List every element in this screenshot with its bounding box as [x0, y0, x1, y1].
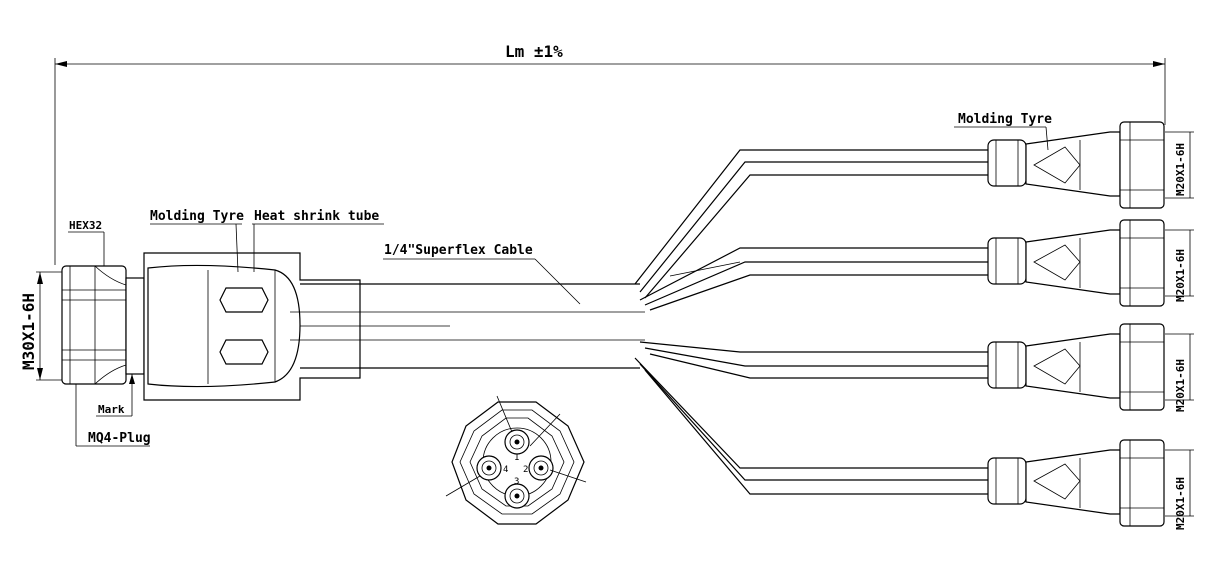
- pin-3: [504, 483, 530, 509]
- branch-4-thread-label: M20X1-6H: [1174, 477, 1187, 530]
- main-thread-label: M30X1-6H: [19, 293, 38, 370]
- pin-2: [528, 455, 554, 481]
- m30-thread-dimension: M30X1-6H: [19, 271, 62, 381]
- pin-face-view: 1 2 3 4: [445, 395, 587, 525]
- pin-1-number: 1: [514, 453, 519, 463]
- branch-wires: [634, 149, 990, 495]
- mark-label: Mark: [98, 403, 125, 416]
- cable-callout: 1/4"Superflex Cable: [383, 243, 581, 305]
- branch-connector-4: [987, 439, 1165, 527]
- pin-4-number: 4: [503, 465, 508, 475]
- pin-4: [476, 455, 502, 481]
- branch-molding-label: Molding Tyre: [958, 112, 1052, 127]
- mark-callout: Mark: [96, 374, 135, 417]
- pin-1: [504, 429, 530, 455]
- cable-label: 1/4"Superflex Cable: [384, 243, 533, 258]
- branch-connector-2: [987, 219, 1165, 307]
- pin-2-number: 2: [523, 465, 528, 475]
- main-molding-label: Molding Tyre: [150, 209, 244, 224]
- branch-3-thread-label: M20X1-6H: [1174, 359, 1187, 412]
- branch-connector-3: [987, 323, 1165, 411]
- branch-2-thread-label: M20X1-6H: [1174, 249, 1187, 302]
- plug-label: MQ4-Plug: [88, 431, 151, 446]
- overall-length-dimension: Lm ±1%: [54, 42, 1166, 265]
- hex-callout: HEX32: [68, 219, 105, 266]
- branch-1-thread-label: M20X1-6H: [1174, 143, 1187, 196]
- heat-shrink-label: Heat shrink tube: [254, 209, 379, 224]
- pin-3-number: 3: [514, 477, 519, 487]
- overall-length-label: Lm ±1%: [505, 42, 563, 61]
- hex-label: HEX32: [69, 219, 102, 232]
- main-molding-callouts: Molding Tyre Heat shrink tube: [150, 209, 384, 273]
- plug-callout: MQ4-Plug: [75, 384, 151, 447]
- branch-connector-1: [987, 121, 1165, 209]
- mq4-plug: [61, 265, 145, 385]
- branch-thread-dimensions: M20X1-6H M20X1-6H M20X1-6H M20X1-6H: [1165, 131, 1194, 530]
- branch-molding-callout: Molding Tyre: [954, 112, 1052, 151]
- main-molding-tyre: [143, 252, 645, 401]
